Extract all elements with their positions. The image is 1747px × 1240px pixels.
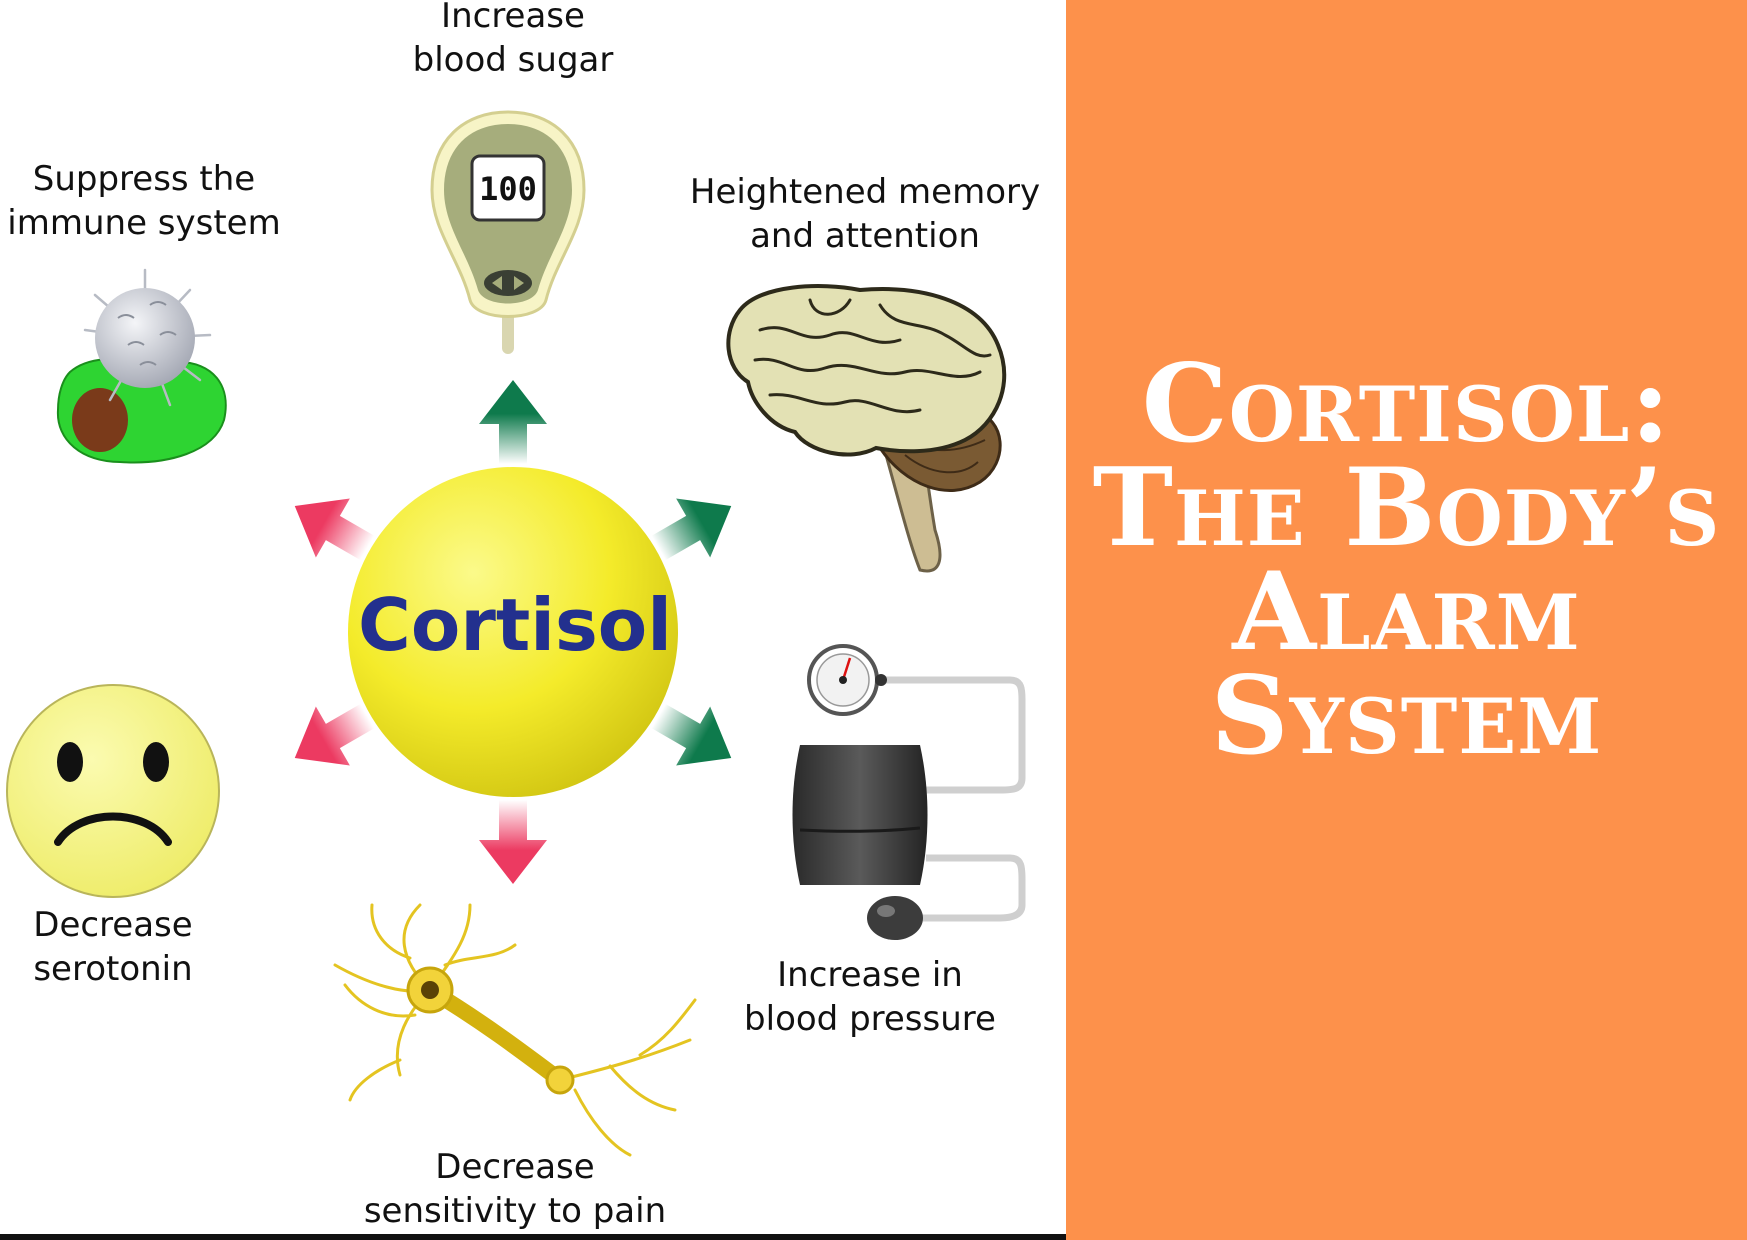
neuron-icon	[333, 903, 697, 1157]
cortisol-label: Cortisol	[358, 583, 672, 667]
label-serotonin: Decrease serotonin	[0, 903, 226, 991]
arrow-up-left	[294, 498, 375, 561]
label-blood-pressure-line1: Increase in	[777, 955, 963, 995]
brain-icon	[726, 284, 1007, 573]
label-serotonin-line1: Decrease	[33, 905, 193, 945]
immune-cell-icon	[56, 268, 227, 464]
label-immune-line1: Suppress the	[32, 159, 256, 199]
title-line1: Cortisol:	[1141, 341, 1672, 467]
label-blood-pressure: Increase in blood pressure	[700, 953, 1040, 1041]
label-immune: Suppress the immune system	[0, 157, 294, 245]
label-memory-line2: and attention	[750, 216, 980, 256]
label-blood-pressure-line2: blood pressure	[744, 999, 996, 1039]
bottom-border	[0, 1234, 1066, 1240]
arrow-down-right	[651, 703, 732, 766]
label-blood-sugar: Increase blood sugar	[358, 0, 668, 82]
label-memory-line1: Heightened memory	[689, 172, 1041, 212]
arrow-up	[479, 380, 547, 464]
label-serotonin-line2: serotonin	[33, 949, 193, 989]
title-line2: The Body’s	[1092, 445, 1721, 571]
title-panel: Cortisol: The Body’s Alarm System	[1066, 0, 1747, 1240]
cortisol-sphere	[348, 467, 678, 797]
label-pain-line2: sensitivity to pain	[363, 1191, 667, 1231]
label-blood-sugar-line1: Increase	[441, 0, 585, 36]
label-pain-line1: Decrease	[435, 1147, 595, 1187]
label-pain: Decrease sensitivity to pain	[330, 1145, 700, 1233]
glucose-meter-icon	[430, 110, 586, 354]
arrow-down	[479, 800, 547, 884]
title-line3: Alarm	[1232, 549, 1581, 675]
label-immune-line2: immune system	[7, 203, 281, 243]
arrow-down-left	[294, 703, 375, 766]
page-title: Cortisol: The Body’s Alarm System	[1066, 341, 1747, 779]
arrow-up-right	[651, 498, 732, 561]
blood-pressure-cuff-icon	[792, 644, 1026, 940]
cortisol-diagram: Cortisol 100 Increase blood sugar Height…	[0, 0, 1066, 1240]
label-blood-sugar-line2: blood sugar	[412, 40, 614, 80]
title-line4: System	[1210, 653, 1603, 779]
glucose-reading: 100	[479, 170, 537, 208]
sad-face-icon	[6, 684, 220, 898]
label-memory: Heightened memory and attention	[660, 170, 1066, 258]
